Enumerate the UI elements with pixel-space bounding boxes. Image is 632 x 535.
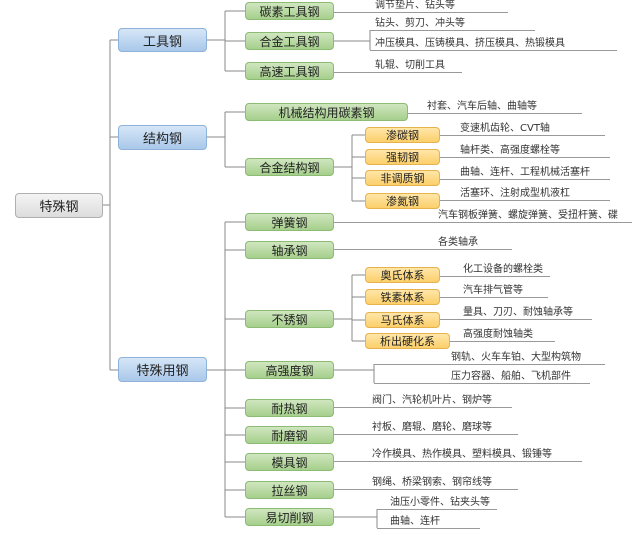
leaf-use: 化工设备的螺栓类 <box>440 265 550 277</box>
node-heat-resistant-steel[interactable]: 耐热钢 <box>245 399 334 417</box>
node-alloy-structural-steel[interactable]: 合金结构钢 <box>245 158 334 176</box>
node-martensitic[interactable]: 马氏体系 <box>365 312 440 328</box>
node-free-cutting-steel[interactable]: 易切削钢 <box>245 508 334 526</box>
node-wear-resistant-steel[interactable]: 耐磨钢 <box>245 426 334 444</box>
node-tough-steel[interactable]: 强韧钢 <box>365 149 440 165</box>
node-ferritic[interactable]: 铁素体系 <box>365 289 440 305</box>
root-node-special-steel[interactable]: 特殊钢 <box>15 193 103 218</box>
leaf-use: 变速机齿轮、CVT轴 <box>440 124 605 136</box>
leaf-use: 钢绳、桥梁钢索、钢帘线等 <box>334 478 518 490</box>
leaf-use: 汽车排气管等 <box>440 286 548 298</box>
node-carbon-tool-steel[interactable]: 碳素工具钢 <box>245 2 334 20</box>
leaf-use: 量具、刀刃、耐蚀轴承等 <box>440 308 592 320</box>
node-carburizing-steel[interactable]: 渗碳钢 <box>365 127 440 143</box>
leaf-use: 调节垫片、钻头等 <box>334 1 508 13</box>
leaf-use: 轧辊、切削工具 <box>334 61 462 73</box>
node-stainless-steel[interactable]: 不锈钢 <box>245 310 334 328</box>
node-structural-steel[interactable]: 结构钢 <box>118 125 207 150</box>
node-tool-steel[interactable]: 工具钢 <box>118 28 207 52</box>
leaf-use: 高强度耐蚀轴类 <box>450 330 555 342</box>
leaf-use: 冷作模具、热作模具、塑料模具、锻锤等 <box>334 450 582 462</box>
leaf-use: 曲轴、连杆、工程机械活塞杆 <box>440 168 610 180</box>
leaf-use: 活塞环、注射成型机液杠 <box>440 189 610 201</box>
leaf-use: 压力容器、船舶、飞机部件 <box>374 372 590 384</box>
leaf-use: 衬板、磨辊、磨轮、磨球等 <box>334 423 518 435</box>
node-high-strength-steel[interactable]: 高强度钢 <box>245 361 334 379</box>
leaf-use: 各类轴承 <box>334 238 512 250</box>
leaf-use: 曲轴、连杆 <box>377 517 480 529</box>
leaf-use: 衬套、汽车后轴、曲轴等 <box>408 102 582 114</box>
node-spring-steel[interactable]: 弹簧钢 <box>245 213 334 231</box>
leaf-use: 冲压模具、压铸模具、挤压模具、热锻模具 <box>370 39 617 51</box>
node-nitriding-steel[interactable]: 渗氮钢 <box>365 193 440 209</box>
leaf-use: 阀门、汽轮机叶片、钢炉等 <box>334 396 512 408</box>
leaf-use: 钢轨、火车车铂、大型构筑物 <box>374 353 605 365</box>
leaf-use: 轴杆类、高强度螺栓等 <box>440 146 610 158</box>
node-precipitation-hardening[interactable]: 析出硬化系 <box>365 333 450 349</box>
node-non-quenched-steel[interactable]: 非调质钢 <box>365 170 440 186</box>
node-die-steel[interactable]: 模具钢 <box>245 453 334 471</box>
node-wire-drawing-steel[interactable]: 拉丝钢 <box>245 481 334 499</box>
leaf-use: 油压小零件、钻夹头等 <box>377 498 497 510</box>
node-mech-carbon-steel[interactable]: 机械结构用碳素钢 <box>245 103 408 121</box>
leaf-use: 汽车钢板弹簧、螺旋弹簧、受扭杆簧、碟 <box>334 211 632 223</box>
node-alloy-tool-steel[interactable]: 合金工具钢 <box>245 32 334 50</box>
node-special-purpose-steel[interactable]: 特殊用钢 <box>118 357 207 382</box>
node-high-speed-tool-steel[interactable]: 高速工具钢 <box>245 62 334 80</box>
node-bearing-steel[interactable]: 轴承钢 <box>245 241 334 259</box>
node-austenitic[interactable]: 奥氏体系 <box>365 267 440 283</box>
leaf-use: 钻头、剪刀、冲头等 <box>370 19 535 31</box>
